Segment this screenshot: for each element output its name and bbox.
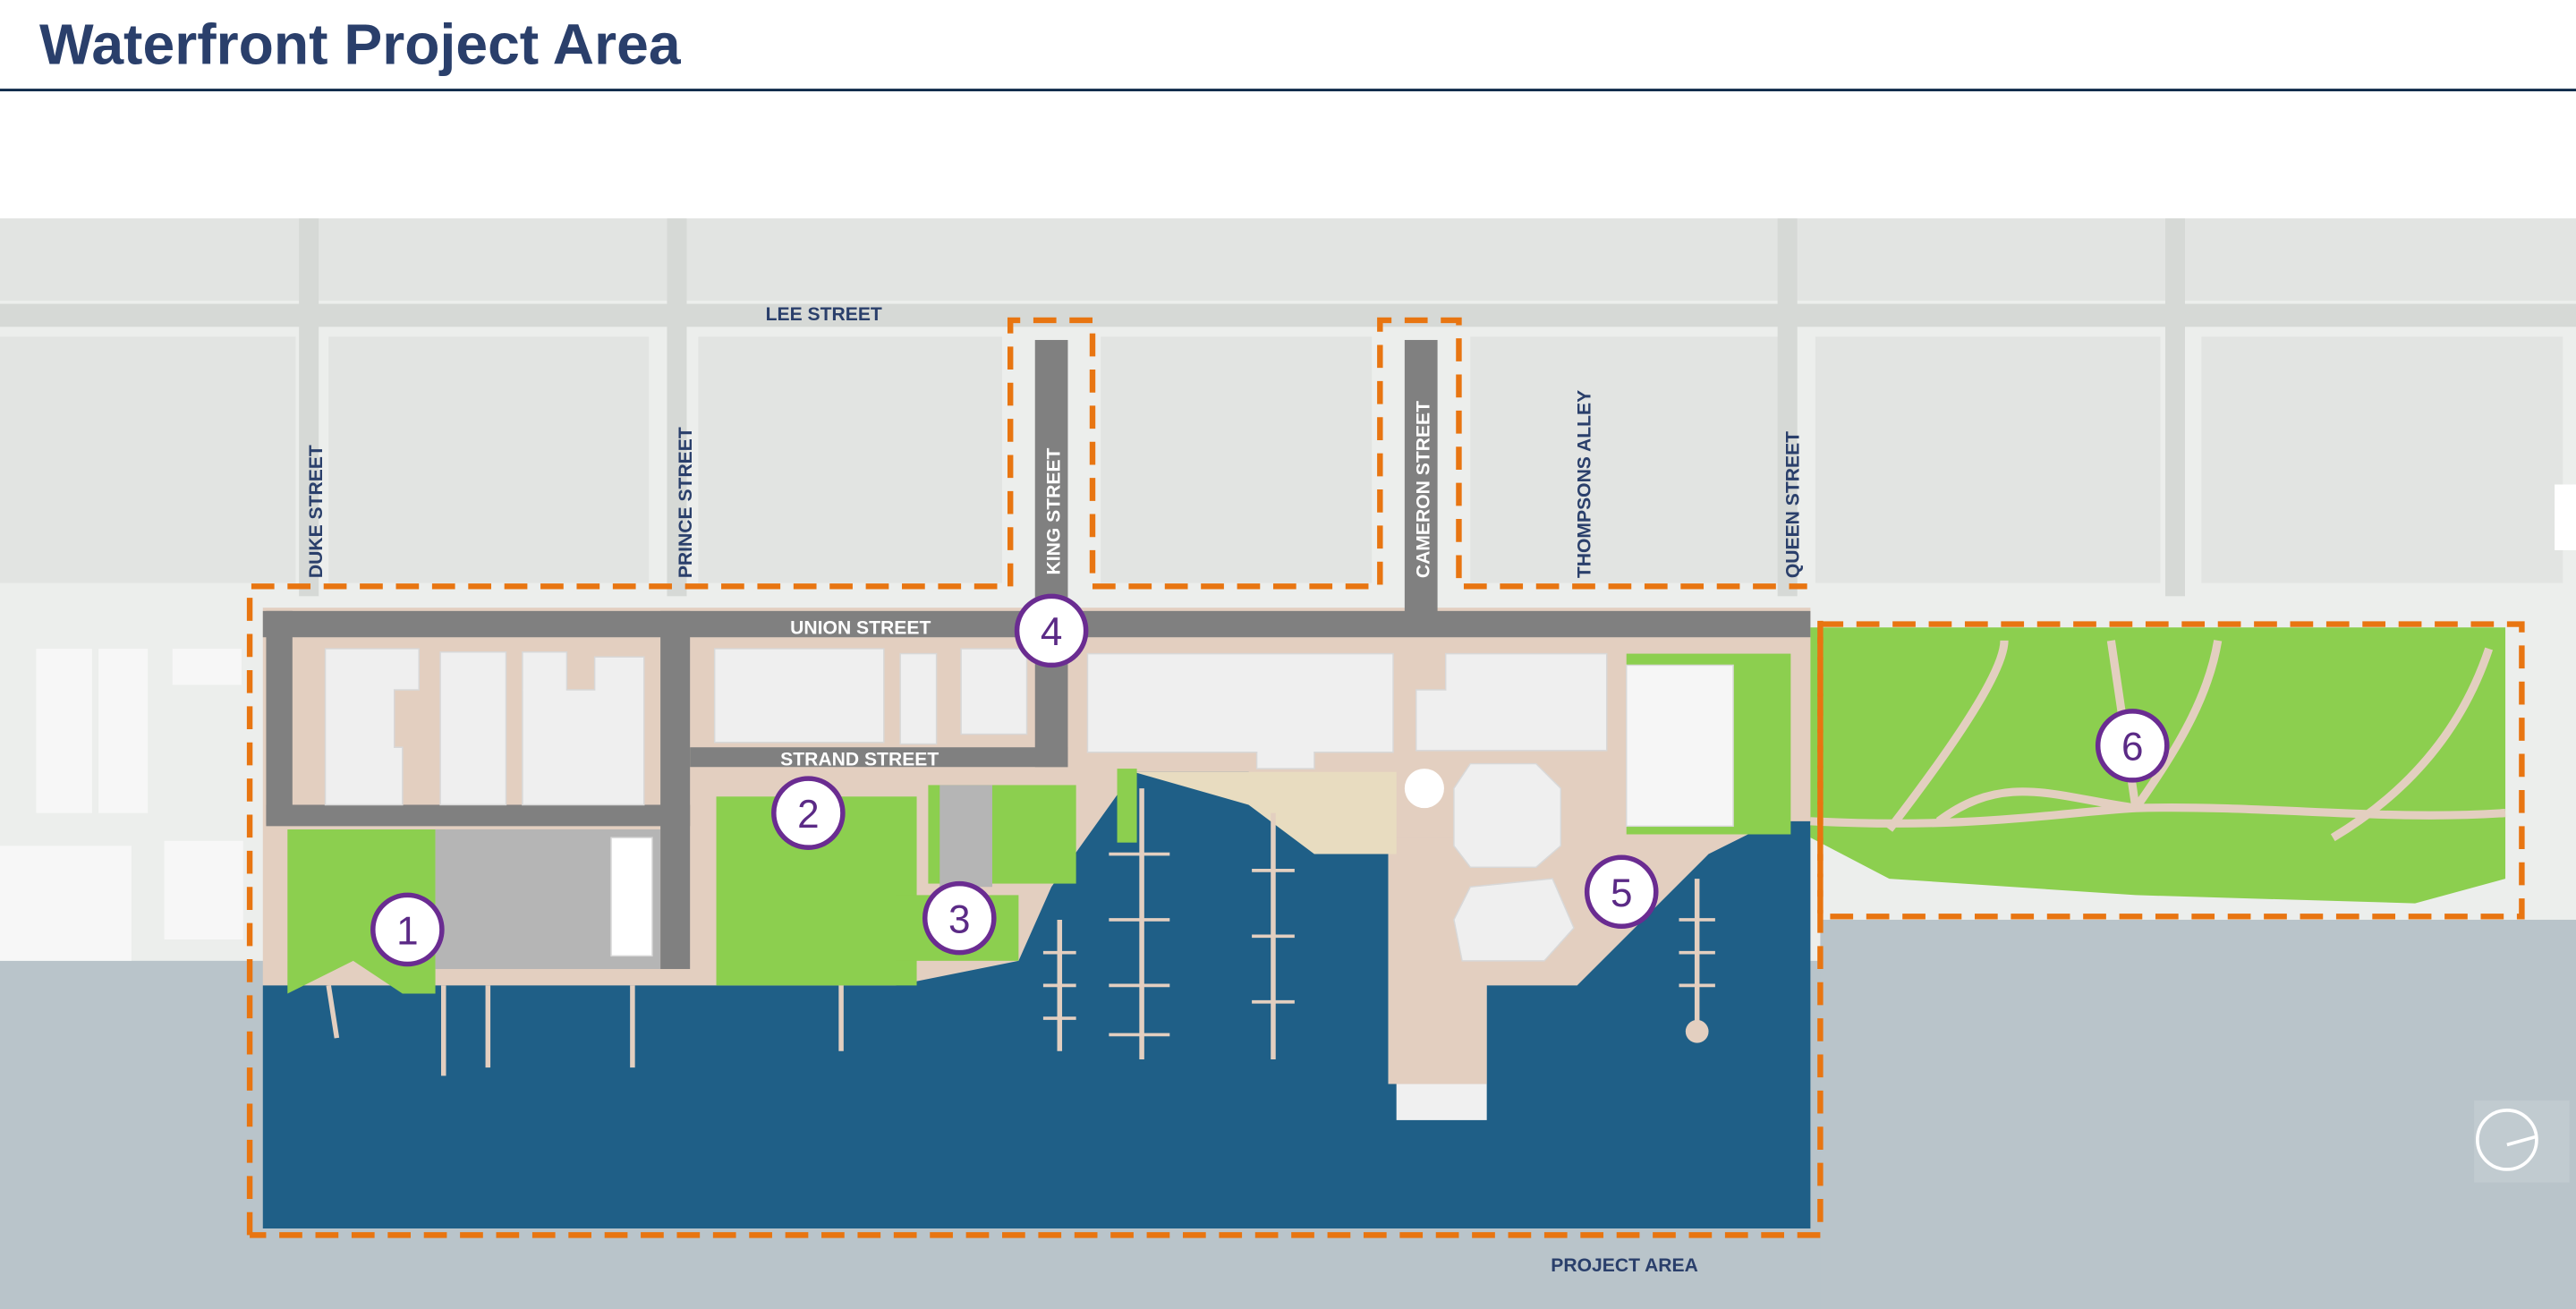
svg-text:5: 5 <box>1611 871 1633 915</box>
street-label-union: UNION STREET <box>790 618 931 639</box>
page-title: Waterfront Project Area <box>39 13 682 77</box>
title-divider <box>0 89 2576 92</box>
map[interactable]: LEE STREET DUKE STREET PRINCE STREET KIN… <box>0 218 2576 1309</box>
site-marker-5[interactable]: 5 <box>1584 854 1659 930</box>
site-marker-1[interactable]: 1 <box>370 892 445 967</box>
faded-streets <box>0 218 2576 597</box>
site-marker-6[interactable]: 6 <box>2095 709 2170 783</box>
street-label-thompsons: THOMPSONS ALLEY <box>1574 390 1594 578</box>
svg-text:4: 4 <box>1041 610 1063 654</box>
svg-text:6: 6 <box>2121 726 2144 769</box>
north-arrow-icon <box>2474 1100 2570 1183</box>
faded-city-blocks <box>0 218 2576 583</box>
buildings <box>324 648 1734 962</box>
site-marker-4[interactable]: 4 <box>1014 593 1089 668</box>
street-label-duke: DUKE STREET <box>306 445 327 578</box>
svg-text:1: 1 <box>396 909 419 953</box>
legend-project-area: PROJECT AREA <box>1551 1255 1698 1276</box>
project-area-boundary <box>246 317 2525 1238</box>
left-buildings <box>0 649 243 961</box>
svg-text:2: 2 <box>797 793 820 837</box>
site-marker-3[interactable]: 3 <box>922 880 997 956</box>
street-label-cameron: CAMERON STREET <box>1413 401 1433 578</box>
street-label-lee: LEE STREET <box>766 304 882 325</box>
street-label-prince: PRINCE STREET <box>676 427 696 578</box>
street-label-strand: STRAND STREET <box>780 749 939 769</box>
site-marker-2[interactable]: 2 <box>771 776 846 850</box>
street-label-king: KING STREET <box>1043 447 1064 574</box>
street-label-queen: QUEEN STREET <box>1783 431 1804 578</box>
svg-text:3: 3 <box>948 897 971 941</box>
